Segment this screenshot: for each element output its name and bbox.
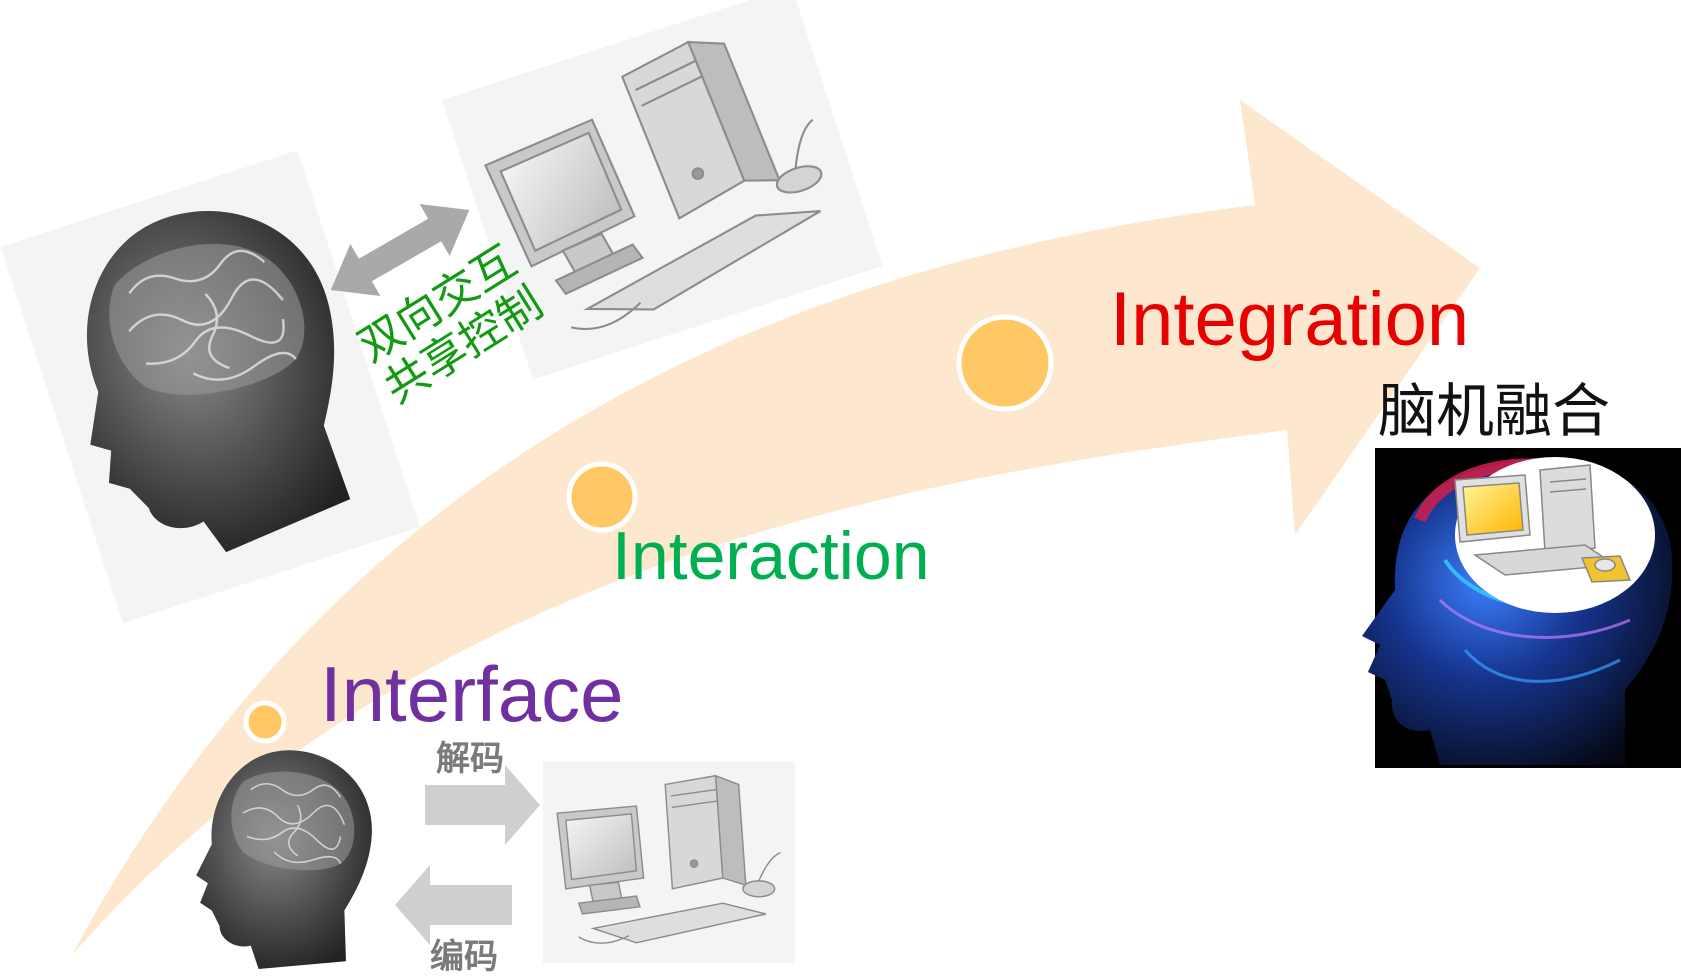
stage-label-interface: Interface bbox=[320, 650, 624, 738]
decode-arrow-icon bbox=[425, 765, 540, 845]
integration-caption: 脑机融合 bbox=[1378, 377, 1611, 445]
encode-arrow-icon bbox=[395, 865, 512, 945]
evolution-path-arrow bbox=[72, 100, 1480, 955]
fusion-head-image bbox=[1362, 448, 1681, 768]
computer-icon bbox=[542, 760, 796, 964]
stage-label-interaction: Interaction bbox=[612, 518, 930, 594]
decode-label: 解码 bbox=[436, 739, 504, 779]
integration-dot bbox=[956, 314, 1054, 412]
interaction-head-image bbox=[0, 150, 420, 624]
encode-label: 编码 bbox=[430, 937, 498, 977]
interaction-dot bbox=[566, 461, 638, 533]
interface-computer-image bbox=[542, 760, 796, 964]
stage-label-integration: Integration bbox=[1110, 277, 1470, 362]
bidirectional-arrow-icon bbox=[330, 204, 470, 296]
interface-dot bbox=[243, 700, 287, 744]
